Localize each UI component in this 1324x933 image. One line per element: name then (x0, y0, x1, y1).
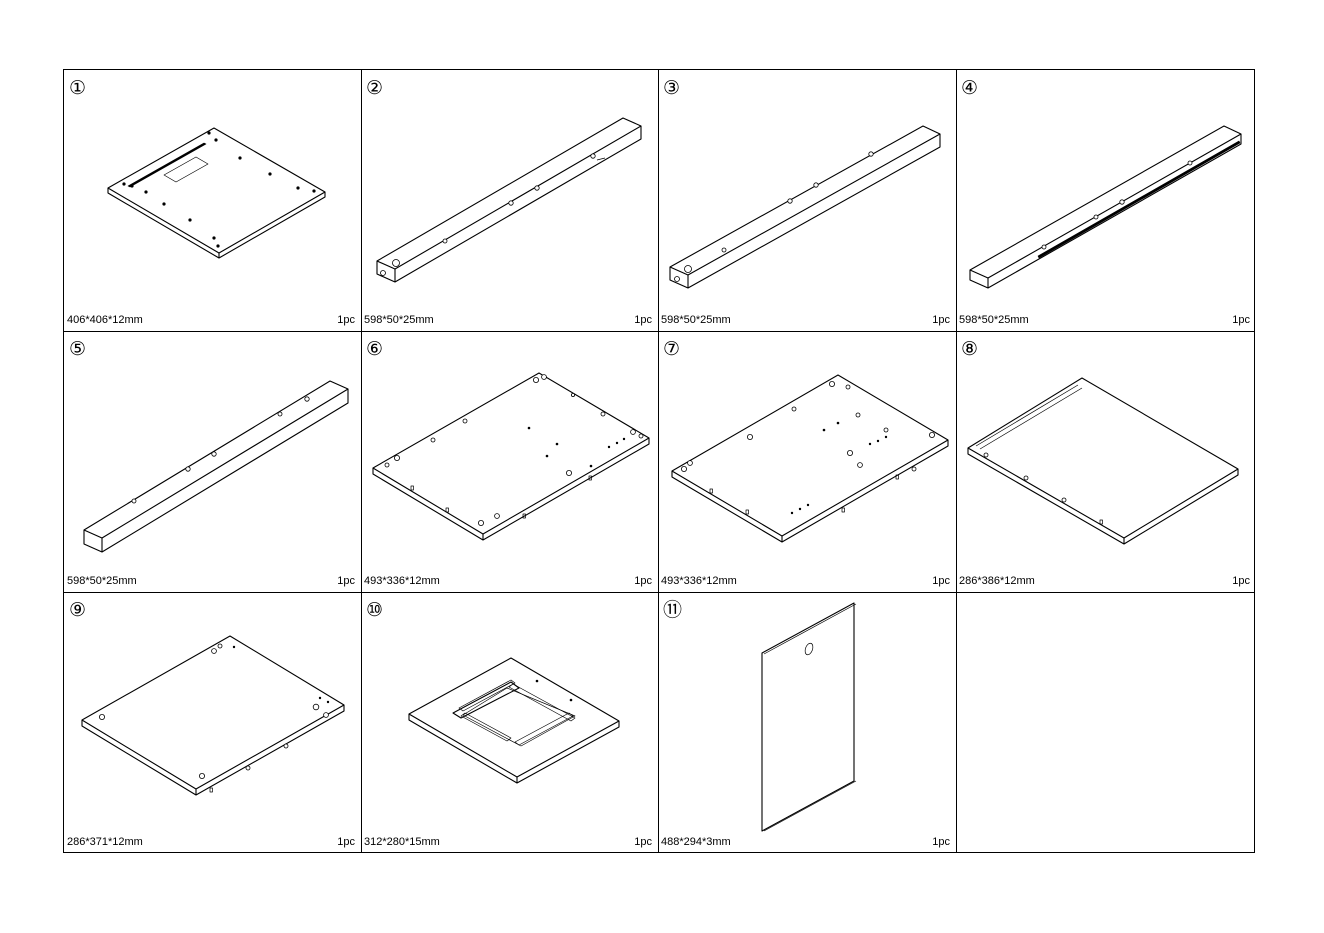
part-dimensions: 493*336*12mm (364, 575, 440, 587)
parts-list-sheet: ① 406*406*12mm 1pc ② (63, 69, 1255, 853)
part-cell-5: ⑤ 598*50*25mm 1pc (64, 331, 361, 592)
shelf-panel-drawing (64, 592, 361, 853)
part-cell-1: ① 406*406*12mm 1pc (64, 70, 361, 331)
part-quantity: 1pc (634, 575, 652, 587)
grooved-rail-drawing (956, 70, 1256, 331)
part-cell-7: ⑦ 493*336*12mm 1pc (658, 331, 956, 592)
part-cell-11: ⑪ 488*294*3mm 1pc (658, 592, 956, 853)
part-dimensions: 312*280*15mm (364, 836, 440, 848)
leg-rail-drawing (64, 331, 361, 592)
part-quantity: 1pc (932, 314, 950, 326)
square-panel-drawing (64, 70, 361, 331)
leg-rail-drawing (658, 70, 956, 331)
part-cell-3: ③ 598*50*25mm 1pc (658, 70, 956, 331)
side-panel-drawing (361, 331, 658, 592)
part-dimensions: 286*386*12mm (959, 575, 1035, 587)
side-panel-drawing (658, 331, 956, 592)
part-cell-4: ④ 598*50*25mm 1pc (956, 70, 1256, 331)
part-quantity: 1pc (932, 836, 950, 848)
part-quantity: 1pc (1232, 314, 1250, 326)
part-dimensions: 488*294*3mm (661, 836, 731, 848)
base-panel-drawing (361, 592, 658, 853)
part-dimensions: 286*371*12mm (67, 836, 143, 848)
shelf-panel-drawing (956, 331, 1256, 592)
part-dimensions: 598*50*25mm (67, 575, 137, 587)
part-dimensions: 598*50*25mm (364, 314, 434, 326)
part-cell-2: ② 598*50*25mm 1pc (361, 70, 658, 331)
part-cell-9: ⑨ 286*371*12mm 1pc (64, 592, 361, 853)
empty-cell (956, 592, 1256, 853)
part-dimensions: 406*406*12mm (67, 314, 143, 326)
part-quantity: 1pc (337, 575, 355, 587)
part-quantity: 1pc (932, 575, 950, 587)
leg-rail-drawing (361, 70, 658, 331)
part-quantity: 1pc (337, 314, 355, 326)
part-quantity: 1pc (634, 836, 652, 848)
part-dimensions: 598*50*25mm (661, 314, 731, 326)
part-cell-10: ⑩ 312*280*15mm 1pc (361, 592, 658, 853)
part-dimensions: 598*50*25mm (959, 314, 1029, 326)
part-quantity: 1pc (337, 836, 355, 848)
back-panel-drawing (658, 592, 956, 853)
part-quantity: 1pc (1232, 575, 1250, 587)
part-cell-6: ⑥ 493*336*12mm 1pc (361, 331, 658, 592)
part-cell-8: ⑧ 286*386*12mm 1pc (956, 331, 1256, 592)
part-dimensions: 493*336*12mm (661, 575, 737, 587)
part-quantity: 1pc (634, 314, 652, 326)
